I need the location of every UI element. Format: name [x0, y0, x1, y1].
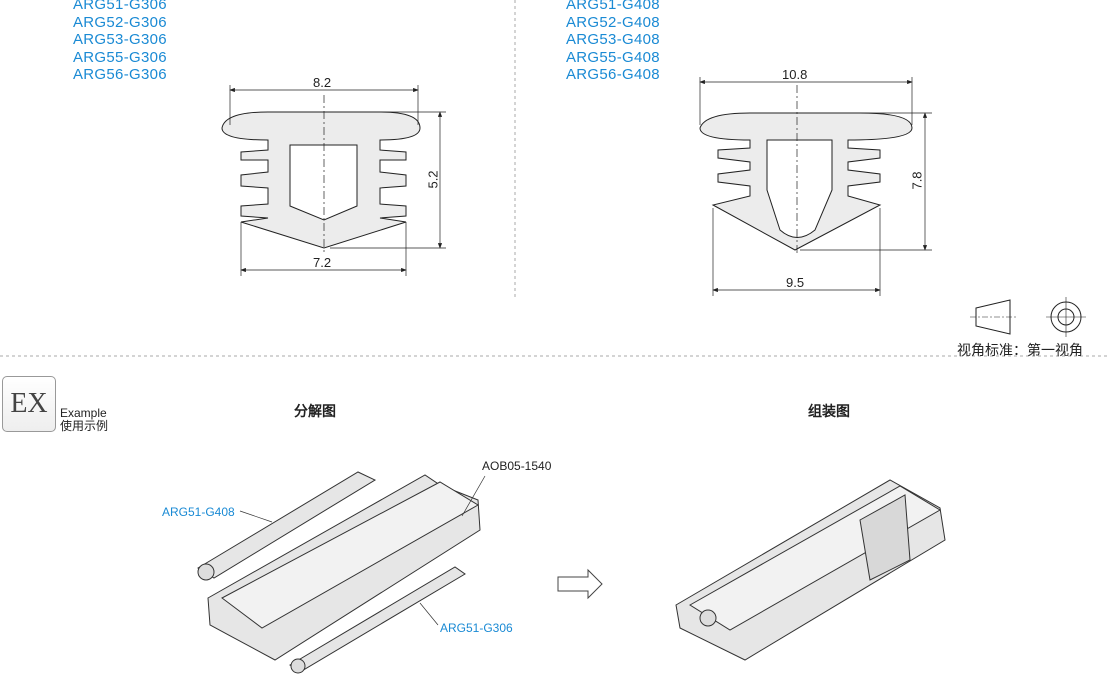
projection-label: 视角标准：第一视角 — [957, 342, 1083, 358]
assembled-view-drawing — [675, 479, 946, 661]
part-number: ARG56-G306 — [73, 66, 167, 83]
profile-g306-drawing — [221, 85, 446, 276]
example-badge: EX — [2, 376, 56, 432]
part-number: ARG51-G306 — [73, 0, 167, 13]
part-number: ARG55-G306 — [73, 48, 167, 66]
assembled-title: 组装图 — [808, 403, 850, 419]
dim-g408-bottom: 9.5 — [786, 275, 805, 290]
part-number: ARG53-G306 — [73, 31, 167, 48]
g306-part-number-list: ARG51-G306 ARG52-G306 ARG53-G306 ARG55-G… — [73, 0, 167, 84]
example-zh: 使用示例 — [60, 419, 109, 433]
part-number: ARG55-G408 — [566, 48, 660, 66]
dim-g408-height: 7.8 — [909, 171, 925, 190]
example-en: Example — [60, 406, 107, 420]
profile-g408-drawing — [699, 77, 932, 296]
exploded-view-drawing — [197, 471, 486, 674]
part-number: ARG53-G408 — [566, 31, 660, 48]
part-number: ARG51-G408 — [566, 0, 660, 13]
dim-g306-top: 8.2 — [313, 75, 332, 90]
callout-g306: ARG51-G306 — [440, 621, 513, 635]
g408-part-number-list: ARG51-G408 ARG52-G408 ARG53-G408 ARG55-G… — [566, 0, 660, 84]
part-number: ARG56-G408 — [566, 66, 660, 83]
dim-g306-bottom: 7.2 — [313, 255, 332, 270]
part-number: ARG52-G306 — [73, 13, 167, 31]
callout-g408: ARG51-G408 — [162, 505, 235, 519]
exploded-title: 分解图 — [294, 403, 336, 419]
callout-aob: AOB05-1540 — [482, 459, 552, 473]
part-number: ARG52-G408 — [566, 13, 660, 31]
example-caption: Example 使用示例 — [60, 407, 108, 433]
dim-g306-height: 5.2 — [425, 170, 441, 189]
first-angle-projection-icon — [970, 297, 1086, 337]
dim-g408-top: 10.8 — [782, 67, 808, 82]
arrow-right-icon — [557, 568, 603, 600]
